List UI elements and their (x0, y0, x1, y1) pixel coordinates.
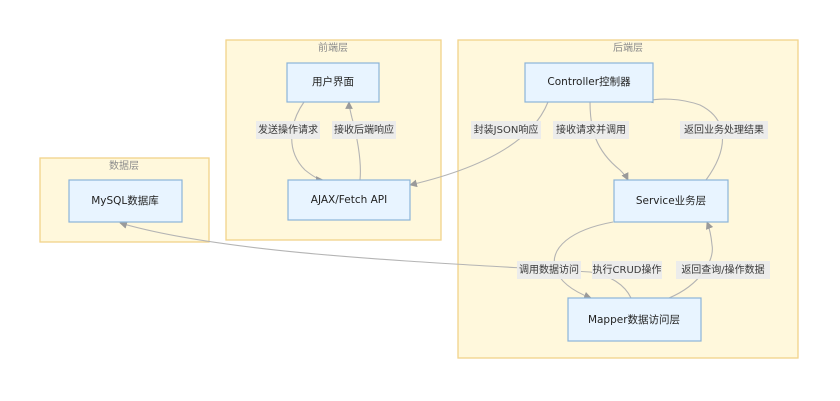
cluster-frontend-title: 前端层 (318, 41, 348, 54)
edge-mapper-to-mysql (119, 221, 632, 299)
node-ajax-box (287, 179, 411, 221)
edge-label-return-query-text: 返回查询/操作数据 (681, 263, 764, 276)
edge-label-receive-call: 接收请求并调用 (553, 121, 629, 139)
node-controller-label: Controller控制器 (547, 75, 631, 88)
edge-mapper-to-service (668, 221, 714, 299)
node-mapper[interactable]: Mapper数据访问层 (567, 297, 702, 342)
cluster-backend-title: 后端层 (613, 41, 643, 54)
edge-label-send-request: 发送操作请求 (256, 121, 320, 139)
edge-label-send-request-bg (256, 121, 320, 139)
edge-label-return-result-text: 返回业务处理结果 (684, 123, 764, 136)
node-ajax[interactable]: AJAX/Fetch API (287, 179, 411, 221)
node-ui-box (286, 62, 380, 103)
edges (119, 95, 724, 300)
node-service-label: Service业务层 (636, 194, 706, 207)
edge-label-exec-crud-text: 执行CRUD操作 (593, 263, 662, 276)
node-controller-box (524, 62, 654, 103)
edge-label-wrap-json-bg (471, 121, 541, 139)
edge-label-receive-response: 接收后端响应 (332, 121, 396, 139)
node-mysql[interactable]: MySQL数据库 (68, 179, 183, 223)
edge-ui-to-ajax (291, 101, 324, 184)
node-ajax-label: AJAX/Fetch API (311, 194, 387, 206)
edge-label-return-result-bg (680, 121, 768, 139)
edge-label-receive-call-bg (553, 121, 629, 139)
node-service[interactable]: Service业务层 (613, 179, 729, 223)
node-controller[interactable]: Controller控制器 (524, 62, 654, 103)
edge-label-send-request-text: 发送操作请求 (258, 123, 318, 136)
edge-labels: 发送操作请求 接收后端响应 封装JSON响应 接收请求并调用 返回业务处理结果 … (256, 121, 770, 279)
edge-label-wrap-json: 封装JSON响应 (471, 121, 541, 139)
edge-label-receive-call-text: 接收请求并调用 (556, 123, 626, 136)
edge-label-call-data-bg (517, 261, 581, 279)
edge-label-exec-crud-bg (592, 261, 662, 279)
edge-service-to-controller (645, 95, 724, 181)
edge-ajax-to-ui (345, 101, 361, 181)
edge-label-exec-crud: 执行CRUD操作 (592, 261, 662, 279)
cluster-data-title: 数据层 (109, 159, 139, 172)
edge-label-call-data: 调用数据访问 (517, 261, 581, 279)
edge-controller-to-ajax (409, 101, 549, 188)
edge-label-call-data-text: 调用数据访问 (519, 263, 579, 276)
node-mysql-box (68, 179, 183, 223)
edge-label-receive-response-text: 接收后端响应 (334, 123, 394, 136)
node-mapper-label: Mapper数据访问层 (588, 313, 680, 326)
node-mysql-label: MySQL数据库 (91, 194, 159, 207)
edge-label-wrap-json-text: 封装JSON响应 (474, 123, 539, 136)
edge-label-return-result: 返回业务处理结果 (680, 121, 768, 139)
node-mapper-box (567, 297, 702, 342)
edge-label-return-query-bg (676, 261, 770, 279)
edge-label-return-query: 返回查询/操作数据 (676, 261, 770, 279)
node-ui-label: 用户界面 (312, 75, 354, 88)
node-ui[interactable]: 用户界面 (286, 62, 380, 103)
node-service-box (613, 179, 729, 223)
edge-label-receive-response-bg (332, 121, 396, 139)
